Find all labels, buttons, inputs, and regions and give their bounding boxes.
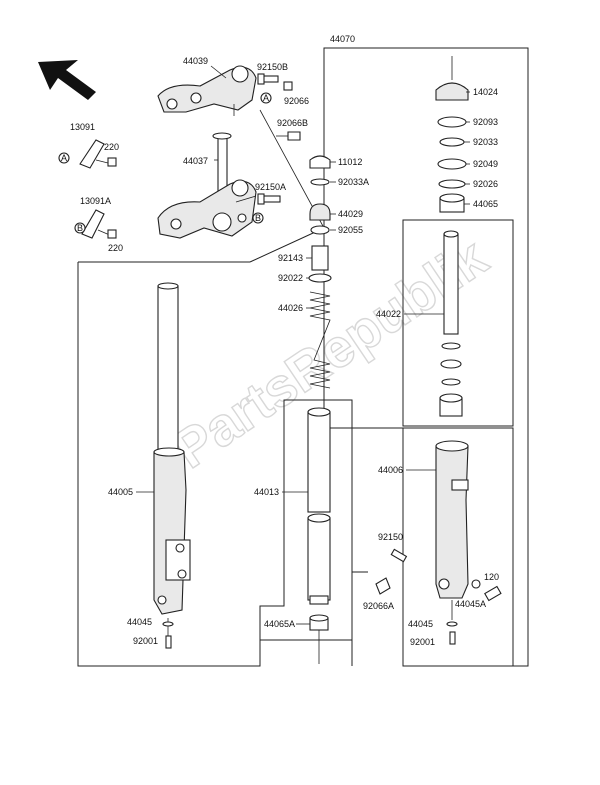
label-44013: 44013 bbox=[254, 487, 279, 497]
outer-tube-group-box bbox=[402, 427, 514, 667]
clip-92033 bbox=[439, 137, 465, 147]
bolt-92150B bbox=[257, 73, 279, 85]
outer-pipe-44013 bbox=[307, 407, 331, 605]
label-44045-left: 44045 bbox=[127, 617, 152, 627]
label-44037: 44037 bbox=[183, 156, 208, 166]
spacer-92143 bbox=[311, 245, 329, 271]
label-92049: 92049 bbox=[473, 159, 498, 169]
inner-tube-group-box bbox=[402, 219, 514, 427]
marker-b-lower: B bbox=[252, 212, 264, 224]
label-44026: 44026 bbox=[278, 303, 303, 313]
label-44005: 44005 bbox=[108, 487, 133, 497]
label-44022: 44022 bbox=[376, 309, 401, 319]
label-44070: 44070 bbox=[330, 34, 355, 44]
label-92033: 92033 bbox=[473, 137, 498, 147]
marker-b-clamp: B bbox=[74, 222, 86, 234]
clamp-13091A bbox=[81, 209, 117, 239]
bushing-44065 bbox=[439, 193, 465, 213]
label-44039: 44039 bbox=[183, 56, 208, 66]
assembly-boundary-left bbox=[77, 227, 368, 667]
oring-92055 bbox=[310, 225, 330, 235]
oil-seal-92049 bbox=[437, 158, 467, 170]
label-44045a: 44045A bbox=[455, 599, 486, 609]
label-92150a: 92150A bbox=[255, 182, 286, 192]
label-92066b: 92066B bbox=[277, 118, 308, 128]
label-92055: 92055 bbox=[338, 225, 363, 235]
label-220-b: 220 bbox=[108, 243, 123, 253]
inner-tube-44022 bbox=[439, 230, 463, 417]
svg-text:B: B bbox=[77, 223, 83, 233]
washer-92066A bbox=[375, 577, 391, 595]
slide-pipe-group-box bbox=[260, 399, 353, 641]
part-labels: 44070 44039 92150B 92066 13091 220 92066… bbox=[70, 34, 499, 647]
label-44029: 44029 bbox=[338, 209, 363, 219]
label-44045-right: 44045 bbox=[408, 619, 433, 629]
cap-11012 bbox=[309, 155, 331, 169]
label-120: 120 bbox=[484, 572, 499, 582]
plug-92066B bbox=[287, 131, 301, 141]
label-11012: 11012 bbox=[338, 157, 362, 167]
label-92033a: 92033A bbox=[338, 177, 369, 187]
ring-92033A bbox=[310, 178, 330, 186]
plug-44029 bbox=[309, 203, 331, 221]
label-92026: 92026 bbox=[473, 179, 498, 189]
svg-text:A: A bbox=[263, 93, 269, 103]
upper-bracket-44039 bbox=[157, 65, 257, 116]
direction-arrow-icon bbox=[38, 60, 96, 100]
washer-92022 bbox=[308, 273, 332, 283]
bolt-92150A bbox=[257, 193, 281, 205]
svg-text:B: B bbox=[255, 213, 261, 223]
marker-a-upper: A bbox=[260, 92, 272, 104]
label-92066: 92066 bbox=[284, 96, 309, 106]
marker-a-clamp: A bbox=[58, 152, 70, 164]
steering-stem-44037 bbox=[157, 132, 257, 239]
label-92001-right: 92001 bbox=[410, 637, 435, 647]
label-92143: 92143 bbox=[278, 253, 303, 263]
seal-92093 bbox=[437, 116, 467, 128]
svg-text:A: A bbox=[61, 153, 67, 163]
bolt-120 bbox=[471, 579, 502, 602]
label-13091a: 13091A bbox=[80, 196, 111, 206]
cap-14024 bbox=[435, 56, 469, 101]
label-92022: 92022 bbox=[278, 273, 303, 283]
label-220-a: 220 bbox=[104, 142, 119, 152]
leader-lines bbox=[136, 65, 470, 625]
label-14024: 14024 bbox=[473, 87, 498, 97]
label-92066a: 92066A bbox=[363, 601, 394, 611]
clamp-13091 bbox=[79, 139, 117, 169]
label-92150: 92150 bbox=[378, 532, 403, 542]
label-92001-left: 92001 bbox=[133, 636, 158, 646]
label-92093: 92093 bbox=[473, 117, 498, 127]
outer-tube-44006 bbox=[435, 440, 469, 645]
label-44065a: 44065A bbox=[264, 619, 295, 629]
label-44065: 44065 bbox=[473, 199, 498, 209]
washer-92026 bbox=[438, 179, 466, 189]
bolt-92066 bbox=[283, 81, 293, 91]
spring-44026 bbox=[309, 291, 331, 389]
bushing-44065A bbox=[309, 614, 329, 631]
label-44006: 44006 bbox=[378, 465, 403, 475]
label-13091: 13091 bbox=[70, 122, 95, 132]
fork-assembly-left-44005 bbox=[153, 282, 191, 649]
label-92150b: 92150B bbox=[257, 62, 288, 72]
bolt-92150 bbox=[390, 548, 408, 563]
